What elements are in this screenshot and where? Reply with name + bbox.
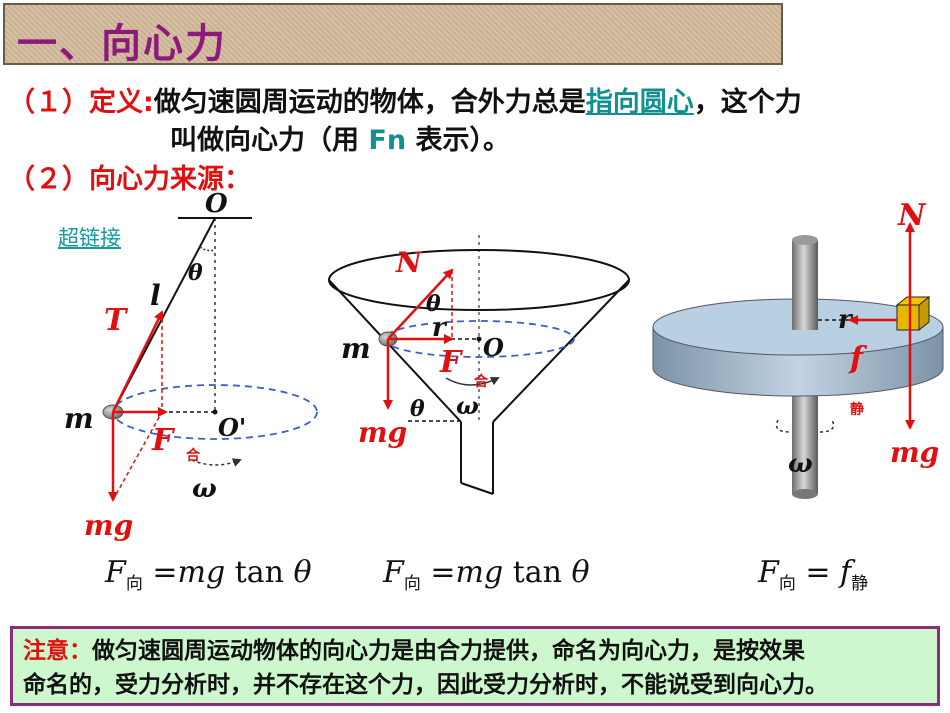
label-mg-3: mg (890, 436, 939, 469)
label-omega-3: ω (788, 449, 813, 479)
label-jing: 静 (850, 401, 864, 418)
funnel-diagram (328, 235, 630, 495)
note-label: 注意： (23, 638, 92, 664)
label-m-1: m (64, 402, 94, 435)
label-he-1: 合 (186, 447, 201, 464)
label-F-2: F (439, 345, 464, 380)
label-N-2: N (897, 198, 927, 233)
label-m-2: m (341, 332, 371, 365)
definition-line-2: 叫做向心力（用 Fn 表示）。 (170, 118, 510, 157)
label-omega-2: ω (456, 391, 479, 420)
note-line-1: 做匀速圆周运动物体的向心力是由合力提供，命名为向心力，是按效果 (92, 638, 805, 664)
conical-pendulum-diagram (102, 217, 318, 502)
label-theta-3: θ (410, 396, 425, 422)
label-omega-1: ω (192, 474, 217, 504)
label-O-2: O (483, 333, 504, 362)
note-text: 注意：做匀速圆周运动物体的向心力是由合力提供，命名为向心力，是按效果 命名的，受… (23, 634, 828, 702)
definition-prefix: （１）定义: (8, 87, 154, 118)
note-line-2: 命名的，受力分析时，并不存在这个力，因此受力分析时，不能说受到向心力。 (23, 672, 828, 698)
label-F-1: F (151, 423, 176, 458)
label-theta-2: θ (426, 291, 441, 317)
source-heading: （２）向心力来源： (8, 164, 251, 195)
label-l: l (150, 279, 161, 312)
label-mg-2: mg (358, 416, 407, 449)
definition-text-4: 表示）。 (406, 125, 510, 156)
label-O-prime: O' (218, 413, 246, 442)
definition-line-1: （１）定义:做匀速圆周运动的物体，合外力总是指向圆心，这个力 (8, 80, 802, 119)
label-he-2: 合 (474, 373, 489, 390)
title-bar: 一、向心力 (3, 3, 783, 67)
label-r-2: r (838, 305, 854, 335)
label-N-1: N (395, 246, 423, 279)
page-title: 一、向心力 (17, 21, 227, 67)
formula-2: F向 =mg tan θ (383, 555, 590, 594)
definition-text-1: 做匀速圆周运动的物体，合外力总是 (153, 87, 586, 118)
formula-1: F向 =mg tan θ (105, 555, 312, 594)
note-box: 注意：做匀速圆周运动物体的向心力是由合力提供，命名为向心力，是按效果 命名的，受… (10, 626, 940, 706)
hyperlink[interactable]: 超链接 (58, 226, 121, 250)
turntable-diagram (652, 222, 944, 499)
fn-symbol: Fn (368, 125, 407, 156)
label-mg-1: mg (84, 509, 133, 542)
label-O: O (205, 189, 228, 219)
definition-text-2: ，这个力 (693, 87, 802, 118)
definition-text-3: 叫做向心力（用 (170, 125, 369, 156)
formula-3: F向 = f静 (758, 555, 869, 594)
label-T: T (104, 303, 129, 338)
label-r-1: r (432, 313, 448, 343)
link-point-to-center[interactable]: 指向圆心 (585, 87, 694, 118)
label-theta-1: θ (188, 260, 203, 286)
